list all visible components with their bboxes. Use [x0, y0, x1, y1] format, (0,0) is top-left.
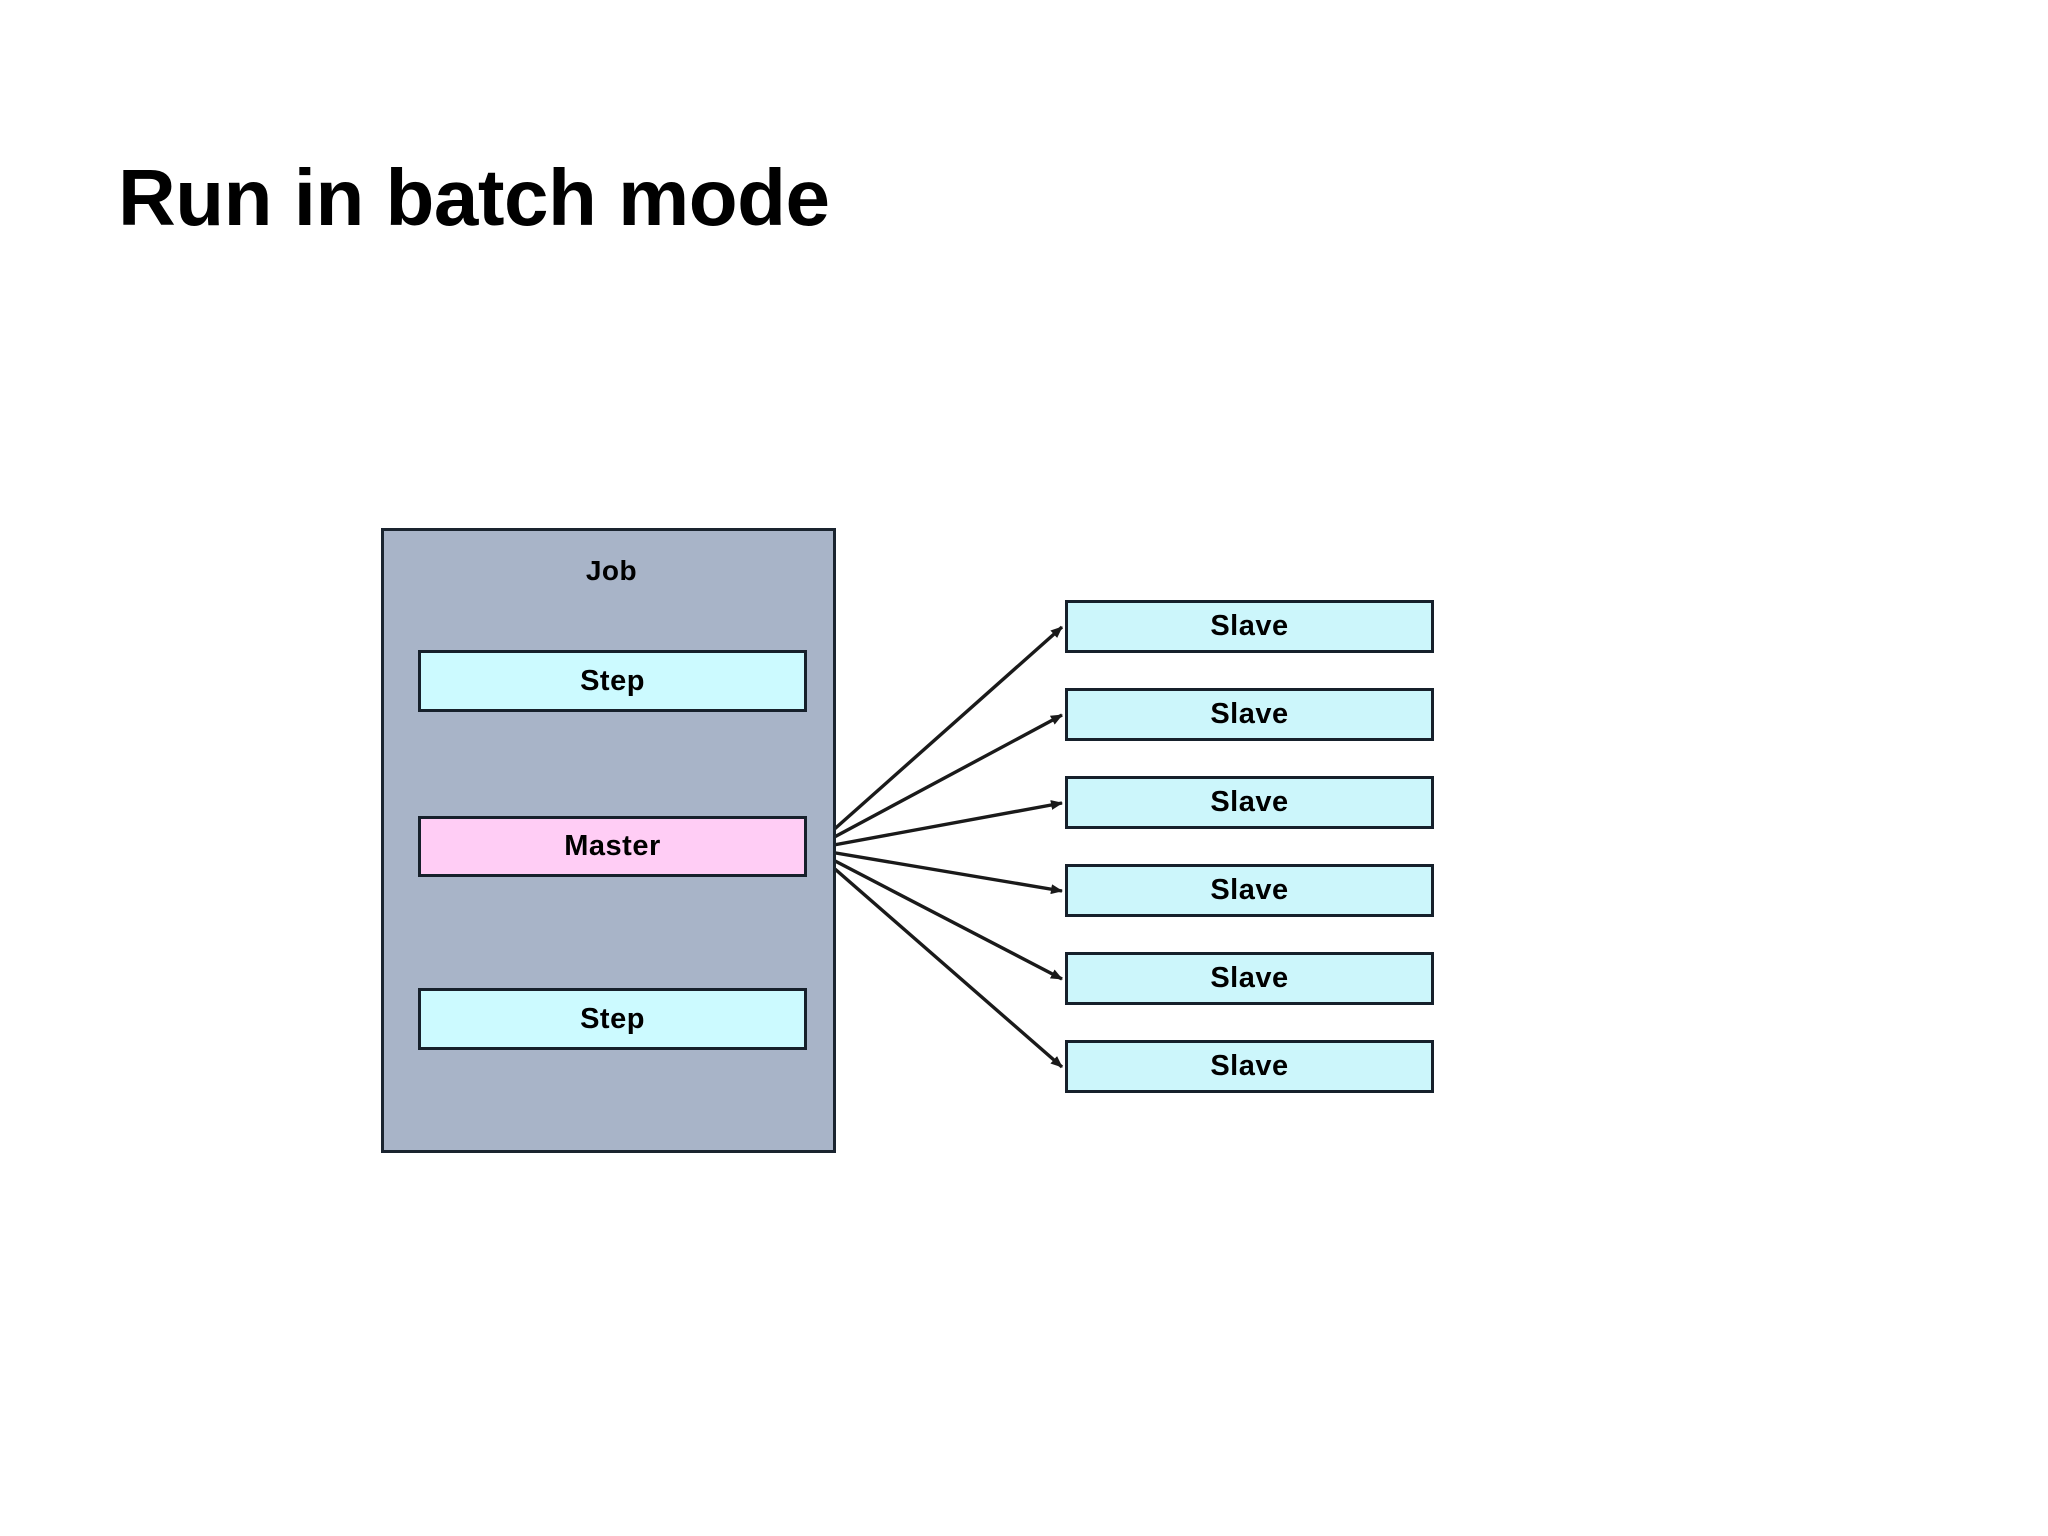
- node-slave-1[interactable]: Slave: [1065, 600, 1434, 653]
- node-slave-5[interactable]: Slave: [1065, 952, 1434, 1005]
- node-slave-4[interactable]: Slave: [1065, 864, 1434, 917]
- job-label: Job: [585, 555, 638, 586]
- page-title: Run in batch mode: [118, 153, 830, 242]
- node-slave-6[interactable]: Slave: [1065, 1040, 1434, 1093]
- node-step-top[interactable]: Step: [418, 650, 807, 712]
- connector-master-to-slave-5: [811, 847, 1063, 981]
- connector-master-to-slave-3: [811, 800, 1063, 851]
- connector-master-to-slave-6: [810, 847, 1064, 1069]
- node-master[interactable]: Master: [418, 816, 807, 877]
- node-slave-3[interactable]: Slave: [1065, 776, 1434, 829]
- connector-master-to-slave-2: [811, 713, 1063, 851]
- connector-master-to-slave-4: [811, 847, 1063, 895]
- connector-master-to-slave-1: [810, 625, 1064, 851]
- node-slave-2[interactable]: Slave: [1065, 688, 1434, 741]
- node-step-bottom[interactable]: Step: [418, 988, 807, 1050]
